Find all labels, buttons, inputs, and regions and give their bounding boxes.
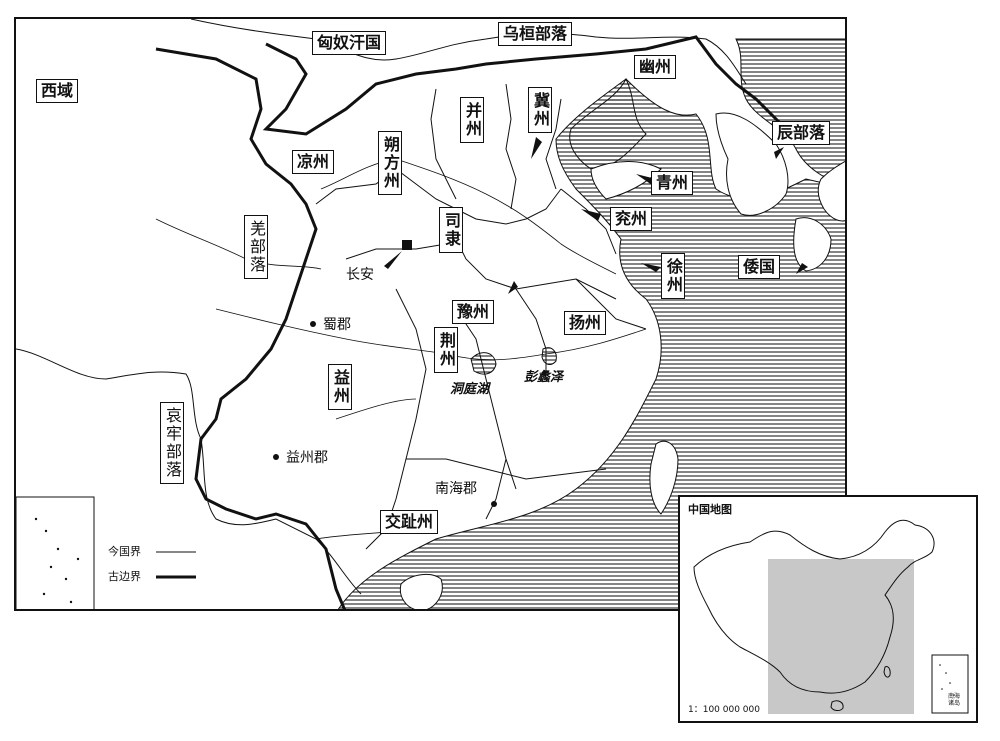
inset-taiwan (883, 666, 891, 678)
region-label-sili: 司隶 (439, 207, 463, 253)
place-label-pengli: 彭蠡泽 (524, 370, 564, 385)
place-label-changan: 长安 (346, 267, 374, 283)
inset-scale: 1：100 000 000 (688, 705, 760, 715)
inset-title: 中国地图 (688, 503, 732, 516)
place-label-shujun: 蜀郡 (323, 317, 351, 333)
region-label-shuofang: 朔方州 (378, 131, 402, 195)
inset-nanhai-dots (939, 664, 955, 696)
region-label-liangzhou: 凉州 (292, 150, 335, 174)
bohai-sea (569, 77, 647, 170)
region-label-jingzhou: 荆州 (434, 327, 458, 373)
legend-modern-label: 今国界 (108, 545, 141, 558)
place-label-dongtinghu: 洞庭湖 (450, 382, 490, 397)
region-label-yizhou: 益州 (328, 364, 352, 410)
region-label-jizhou: 冀州 (528, 87, 552, 133)
map-canvas (16, 19, 845, 609)
shandong-peninsula (590, 161, 662, 200)
historical-map: 西域 匈奴汗国 乌桓部落 幽州 并州 冀州 凉州 朔方州 辰部落 青州 兖州 司… (14, 17, 847, 611)
yellow-sea (338, 78, 845, 609)
rivers (155, 158, 647, 540)
south-sea-islands-mini-frame (16, 496, 95, 609)
ancient-border (262, 35, 798, 141)
region-label-xuzhou: 徐州 (661, 253, 685, 299)
korean-peninsula (715, 112, 789, 216)
hainan-island (399, 573, 443, 609)
taiwan-island (649, 440, 679, 515)
region-label-ailao: 哀牢部落 (160, 402, 184, 484)
nanhaijun-dot (491, 501, 497, 507)
region-label-yuzhou: 豫州 (452, 300, 495, 324)
japan-kyushu (793, 217, 832, 272)
label-pointers (384, 137, 808, 294)
region-label-xiongnu: 匈奴汗国 (312, 31, 387, 55)
region-label-wuhuan: 乌桓部落 (498, 22, 573, 46)
shujun-dot (310, 321, 316, 327)
inset-nanhai-box (931, 654, 969, 714)
inset-nanhai-label: 南海诸岛 (948, 693, 961, 707)
changan-capital-marker (402, 240, 412, 250)
region-label-chenbu: 辰部落 (772, 121, 831, 145)
dongting-lake (470, 352, 497, 375)
china-outline (693, 519, 935, 694)
region-label-yangzhou: 扬州 (564, 311, 607, 335)
region-label-qiang: 羌部落 (244, 215, 268, 279)
legend-ancient-label: 古边界 (108, 570, 141, 583)
region-label-youzhou: 幽州 (634, 55, 677, 79)
place-label-yizhoujun: 益州郡 (286, 450, 328, 466)
inset-hainan (830, 700, 844, 711)
region-label-xiyu: 西域 (36, 79, 79, 103)
region-label-jiaozhi: 交趾州 (380, 510, 439, 534)
inset-highlight-area (768, 559, 914, 714)
south-sea-island-dots (34, 517, 80, 604)
place-label-nanhaijun: 南海郡 (435, 481, 477, 497)
ancient-border-west (155, 47, 346, 609)
region-label-wa: 倭国 (738, 255, 781, 279)
pengli-lake (541, 347, 557, 365)
region-label-yanzhou: 兖州 (610, 207, 653, 231)
region-label-qingzhou: 青州 (651, 171, 694, 195)
inset-canvas (693, 519, 969, 714)
china-inset-map: 中国地图 南海诸岛 1：100 000 000 (678, 495, 978, 723)
region-label-bingzhou: 并州 (460, 97, 484, 143)
japan-honshu (817, 160, 845, 222)
yizhoujun-dot (273, 454, 279, 460)
